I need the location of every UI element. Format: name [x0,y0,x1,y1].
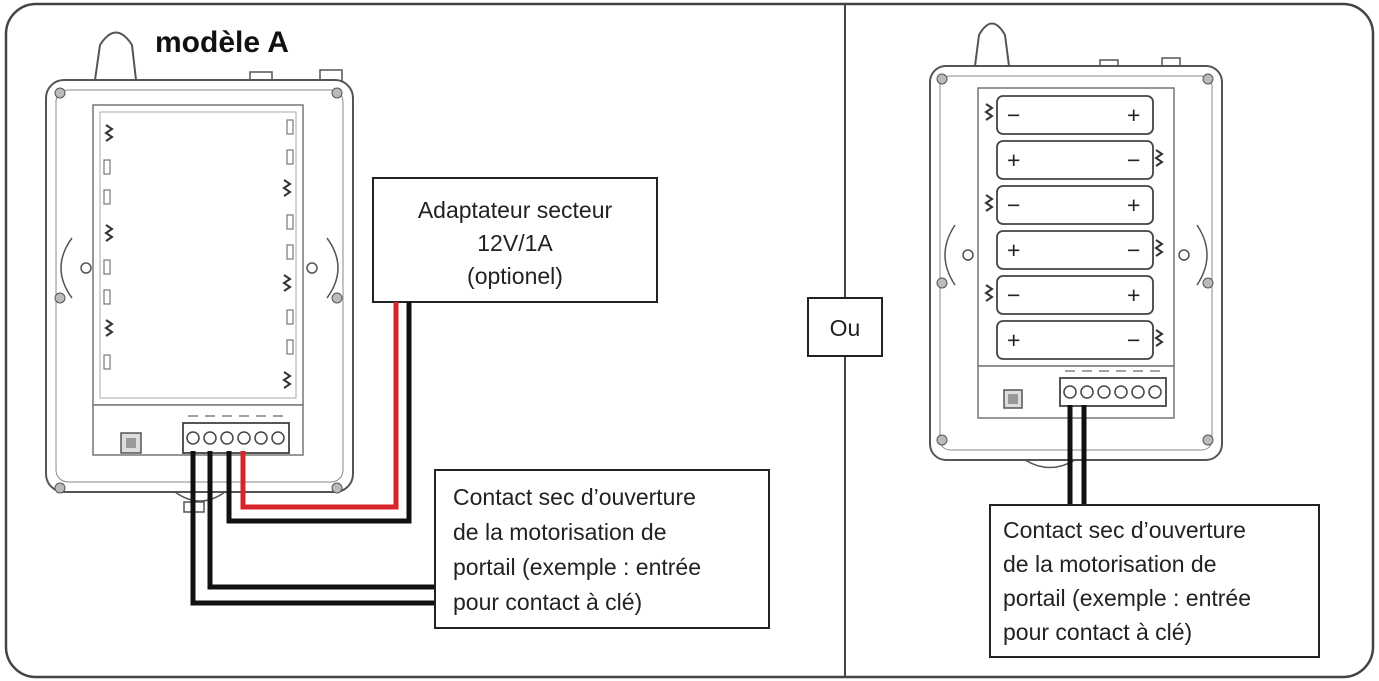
battery-5: − + [996,275,1154,315]
right-device-inner [939,75,1213,451]
right-panel: − + + − − + + − − + + − [929,22,1320,658]
right-contact-line3: portail (exemple : entrée [1003,585,1251,611]
right-contact-line1: Contact sec d’ouverture [1003,517,1246,543]
screw [331,292,343,304]
battery-plus-sign: + [1007,237,1020,263]
left-ear-left [60,237,73,299]
battery-plus-sign: + [1127,102,1140,128]
left-contact-line2: de la motorisation de [453,519,667,545]
screw [1202,73,1214,85]
battery-1: − + [996,95,1154,135]
right-button-inner [1008,394,1018,404]
battery-minus-sign: − [1127,327,1140,353]
battery-3: − + [996,185,1154,225]
right-contact-line2: de la motorisation de [1003,551,1217,577]
or-box [807,297,883,357]
left-ear-hole-left [80,262,92,274]
screw [1202,434,1214,446]
contact-wire-1 [207,451,435,590]
battery-plus-sign: + [1007,147,1020,173]
right-contact-box [989,504,1320,658]
left-button-inner [126,438,136,448]
or-label: Ou [830,315,861,341]
left-contact-line4: pour contact à clé) [453,589,642,615]
left-springs-left-column [104,124,114,337]
left-contact-box [434,469,770,629]
left-contact-line1: Contact sec d’ouverture [453,484,696,510]
right-terminal-screws [1063,385,1162,399]
battery-4: + − [996,230,1154,270]
right-ear-hole-left [962,249,974,261]
left-bottom-ear [174,491,226,502]
screw [54,482,66,494]
screw [936,434,948,446]
left-antenna [94,31,137,81]
adapter-box [372,177,658,303]
left-ear-hole-right [306,262,318,274]
screw [331,482,343,494]
battery-plus-sign: + [1007,327,1020,353]
screw [1202,277,1214,289]
battery-minus-sign: − [1007,282,1020,308]
right-ear-right [1196,224,1208,286]
screw [54,292,66,304]
left-panel: modèle A [45,26,770,629]
adapter-wire-black [226,302,412,524]
right-antenna [974,22,1010,67]
battery-minus-sign: − [1127,237,1140,263]
left-device-inner [55,89,344,483]
adapter-label-line2: 12V/1A [477,230,553,256]
battery-6: + − [996,320,1154,360]
model-title: modèle A [155,26,289,59]
left-springs-right-column [282,179,292,389]
battery-plus-sign: + [1127,192,1140,218]
right-ear-hole-right [1178,249,1190,261]
left-terminal-screws [186,431,285,445]
left-flat-contacts [103,119,294,370]
left-contact-line3: portail (exemple : entrée [453,554,701,580]
screw [936,277,948,289]
adapter-label-line3: (optionel) [467,263,563,289]
left-battery-compartment-inner [99,111,297,399]
battery-2: + − [996,140,1154,180]
left-battery-compartment [92,104,304,406]
right-springs [984,103,1164,347]
adapter-label-line1: Adaptateur secteur [418,197,613,223]
left-ear-right [326,237,339,299]
right-contact-line4: pour contact à clé) [1003,619,1192,645]
adapter-wire-red [240,302,399,510]
screw [936,73,948,85]
battery-minus-sign: − [1127,147,1140,173]
battery-plus-sign: + [1127,282,1140,308]
battery-minus-sign: − [1007,192,1020,218]
screw [331,87,343,99]
right-terminal-block [1059,377,1167,407]
contact-wire-2 [190,451,435,606]
battery-minus-sign: − [1007,102,1020,128]
screw [54,87,66,99]
right-ear-left [944,224,956,286]
